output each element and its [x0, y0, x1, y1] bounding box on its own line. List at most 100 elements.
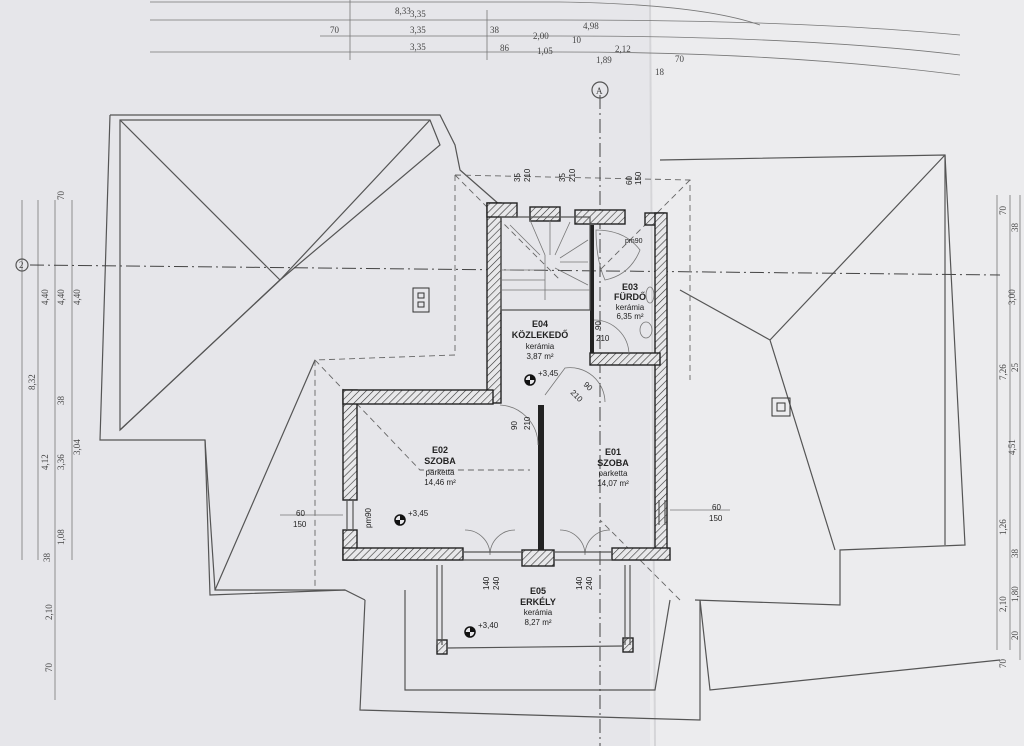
room-e03: E03 FÜRDŐ kerámia 6,35 m²: [614, 282, 646, 321]
label: 210: [523, 416, 532, 430]
label: 140: [482, 576, 491, 590]
label: FÜRDŐ: [614, 291, 646, 302]
label: 3,36: [56, 454, 66, 470]
label: 70: [998, 659, 1008, 669]
label: KÖZLEKEDŐ: [512, 329, 569, 340]
label: 8,27 m²: [524, 618, 551, 627]
label: 210: [568, 168, 577, 182]
label: kerámia: [524, 608, 553, 617]
label: 60: [712, 503, 721, 512]
axis-label-2: 2: [19, 260, 24, 270]
toilet-icon: [639, 321, 653, 339]
label: 14,07 m²: [597, 479, 629, 488]
staircase: [500, 216, 591, 311]
label: 70: [675, 54, 685, 64]
right-dimension-chains: 7,26 3,00 4,51 1,26 2,10 1,80 38 25 38 7…: [996, 195, 1021, 669]
label: 70: [56, 191, 66, 201]
label: 150: [293, 520, 307, 529]
label: 25: [1010, 363, 1020, 373]
axis-marker-a: [591, 81, 609, 99]
label: 14,46 m²: [424, 478, 456, 487]
label: 150: [709, 514, 723, 523]
label: 38: [56, 396, 66, 406]
room-e02: E02 SZOBA parketta 14,46 m²: [424, 445, 456, 487]
dim: 3,35: [410, 9, 426, 19]
label: SZOBA: [597, 458, 629, 468]
label: 1,05: [537, 46, 553, 56]
label: E03: [622, 282, 638, 292]
label: 150: [634, 171, 643, 185]
label: parketta: [426, 468, 455, 477]
label: 2,10: [998, 596, 1008, 612]
top-dimension-chains: 8,33 3,35 4,98 70 3,35 38 2,00 10 2,12 3…: [150, 0, 961, 77]
paper-right-page: [650, 0, 1024, 746]
label: 38: [42, 553, 52, 563]
page-fold: [649, 0, 656, 746]
label: 3,00: [1007, 289, 1017, 305]
label: 210: [523, 168, 532, 182]
label: +3,45: [408, 509, 429, 518]
chimney-icon: [412, 287, 430, 313]
roof-outline: [99, 114, 1001, 721]
left-dimension-chains: 8,32 4,12 3,36 3,04 4,40 4,40 4,40 38 1,…: [15, 191, 82, 700]
level-marker-icon: +3,40: [464, 621, 499, 638]
label: 4,40: [72, 289, 82, 305]
label: 10: [572, 35, 582, 45]
label: 7,26: [998, 364, 1008, 380]
label: +3,45: [538, 369, 559, 378]
label: pm90: [625, 238, 643, 245]
sink-icon: [645, 286, 655, 304]
label: 90: [594, 321, 603, 330]
walls: [342, 202, 671, 655]
windows: [280, 500, 730, 530]
label: 60: [625, 176, 634, 185]
label: 1,26: [998, 519, 1008, 535]
label: kerámia: [526, 342, 555, 351]
label: E01: [605, 447, 621, 457]
label: 240: [492, 576, 501, 590]
label: ERKÉLY: [520, 597, 556, 607]
label: 70: [998, 206, 1008, 216]
label: 4,98: [583, 21, 599, 31]
room-e04: E04 KÖZLEKEDŐ kerámia 3,87 m²: [512, 319, 569, 361]
label: 4,40: [56, 289, 66, 305]
label: 38: [1010, 549, 1020, 559]
label: pm90: [364, 507, 373, 528]
label: 4,51: [1007, 439, 1017, 455]
label: 18: [655, 67, 665, 77]
label: kerámia: [616, 303, 645, 312]
label: 70: [330, 25, 340, 35]
label: 90: [582, 380, 595, 393]
label: 2,00: [533, 31, 549, 41]
label: 140: [575, 576, 584, 590]
label: +3,40: [478, 621, 499, 630]
label: E05: [530, 586, 546, 596]
label: E04: [532, 319, 548, 329]
label: E02: [432, 445, 448, 455]
label: 3,87 m²: [526, 352, 553, 361]
room-e05: E05 ERKÉLY kerámia 8,27 m²: [520, 586, 556, 627]
level-marker-icon: +3,45: [394, 509, 429, 526]
label: 1,89: [596, 55, 612, 65]
label: 70: [44, 663, 54, 673]
label: 60: [296, 509, 305, 518]
label: 3,35: [410, 42, 426, 52]
label: 38: [490, 25, 500, 35]
label: 86: [500, 43, 510, 53]
label: 2,10: [44, 604, 54, 620]
label: 3,35: [410, 25, 426, 35]
label: 8,33: [395, 6, 411, 16]
label: parketta: [599, 469, 628, 478]
label: 90: [510, 421, 519, 430]
doors: [463, 319, 630, 561]
label: 3,04: [72, 439, 82, 455]
bathroom-fixtures: [595, 229, 655, 339]
label: 6,35 m²: [616, 312, 643, 321]
label: 4,40: [40, 289, 50, 305]
label: 35: [513, 173, 522, 182]
label: SZOBA: [424, 456, 456, 466]
label: 4,12: [40, 454, 50, 470]
label: 210: [596, 334, 610, 343]
label: 1,08: [56, 529, 66, 545]
